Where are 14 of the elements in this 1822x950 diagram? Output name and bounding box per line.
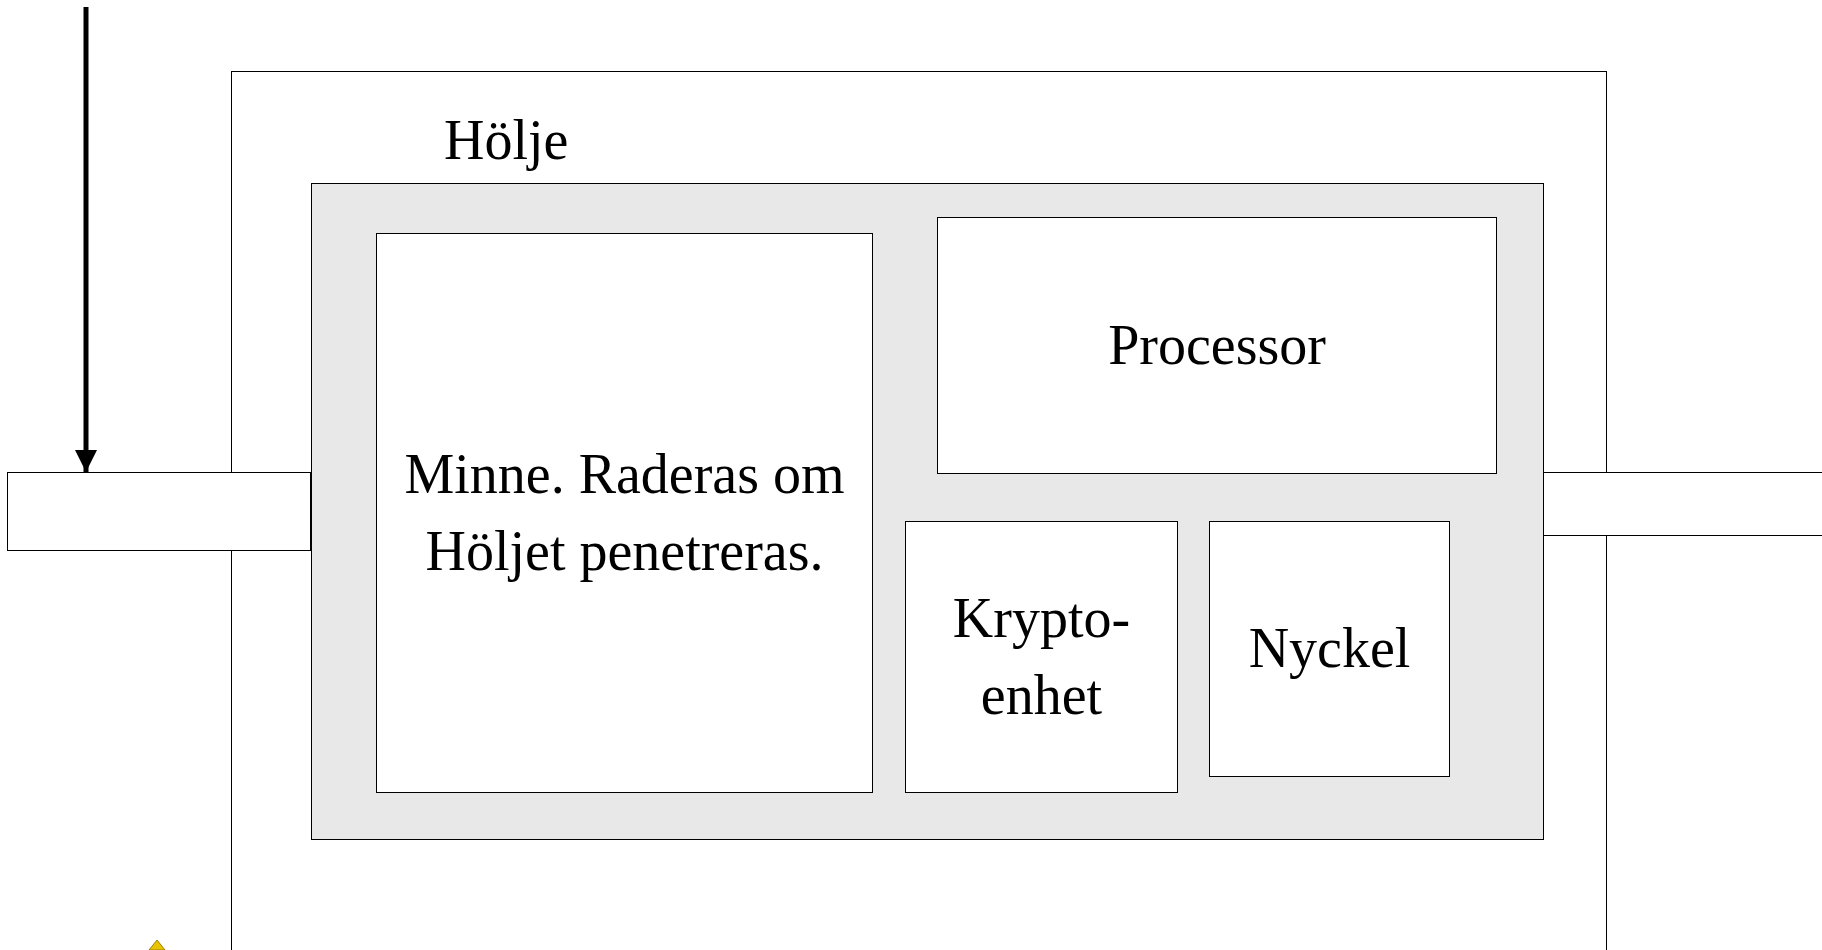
memory-box [376, 233, 873, 793]
enclosure-box [231, 71, 1607, 950]
inner-module-box [311, 183, 1544, 840]
arrow [74, 7, 98, 472]
key-box [1209, 521, 1450, 777]
processor-box [937, 217, 1497, 474]
component-label: Nyckel [1247, 616, 1412, 682]
crypto-unit-box [905, 521, 1178, 793]
component-label: Minne. Raderas om Höljet penetreras. [403, 441, 846, 584]
component-label: Processor [1107, 312, 1327, 378]
right-bar [1543, 472, 1822, 536]
component-label: Krypto- enhet [951, 585, 1132, 728]
left-bar [7, 472, 311, 551]
enclosure-label: Hölje [444, 108, 569, 172]
